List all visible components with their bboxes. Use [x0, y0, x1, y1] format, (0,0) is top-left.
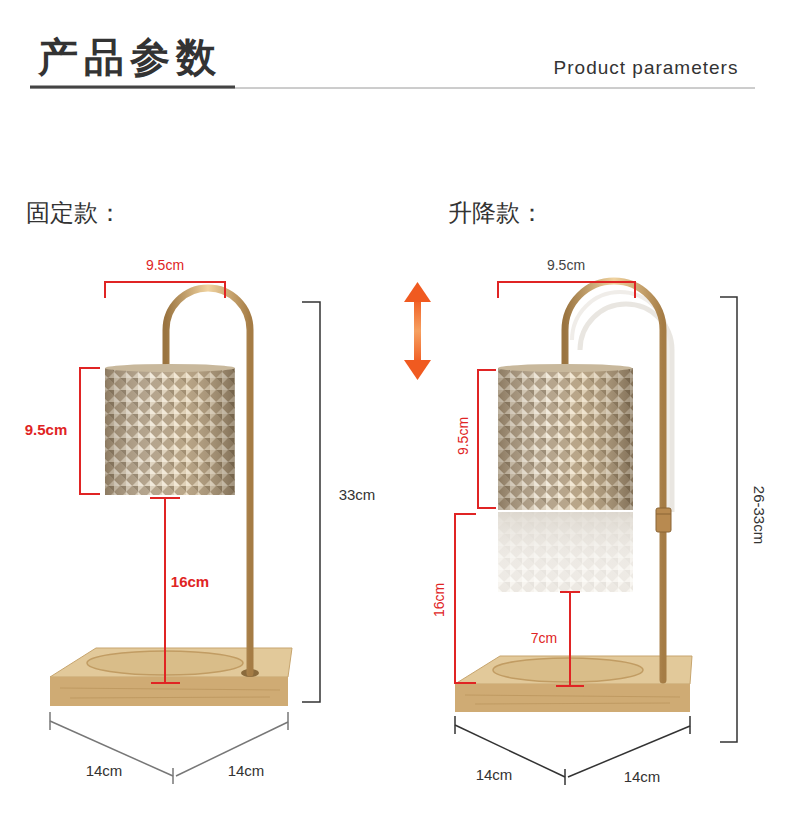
subtitle: Product parameters: [554, 57, 739, 79]
adjust-arrow: [404, 282, 431, 380]
dimension-label: 9.5cm: [146, 257, 184, 273]
dimension-lines: [720, 297, 737, 742]
variant-heading: 固定款：: [26, 199, 122, 227]
dimension-label: 14cm: [624, 768, 661, 785]
dimension-label: 14cm: [228, 762, 265, 779]
dimension-lines: [455, 282, 635, 686]
fixed-lamp: [50, 288, 292, 706]
dimension-lines: [455, 716, 690, 785]
dimension-label: 14cm: [86, 762, 123, 779]
dimension-label: 16cm: [171, 573, 209, 590]
dimension-label: 9.5cm: [547, 257, 585, 273]
adjustable-lamp: [455, 281, 692, 712]
dimension-label: 9.5cm: [25, 421, 68, 438]
dimension-label: 16cm: [431, 583, 447, 617]
dimension-label: 7cm: [531, 630, 557, 646]
dimension-lines: [302, 302, 320, 702]
page-title: 产品参数: [38, 34, 222, 80]
dimension-label: 9.5cm: [455, 417, 471, 455]
variant-heading: 升降款：: [448, 199, 544, 227]
dimension-lines: [80, 282, 225, 683]
header-rule-accent: [30, 86, 235, 89]
dimension-label: 14cm: [476, 766, 513, 783]
header-rule: [30, 88, 755, 89]
dimension-lines: [50, 712, 288, 784]
dimension-label: 26-33cm: [750, 486, 767, 544]
dimension-label: 33cm: [339, 486, 376, 503]
